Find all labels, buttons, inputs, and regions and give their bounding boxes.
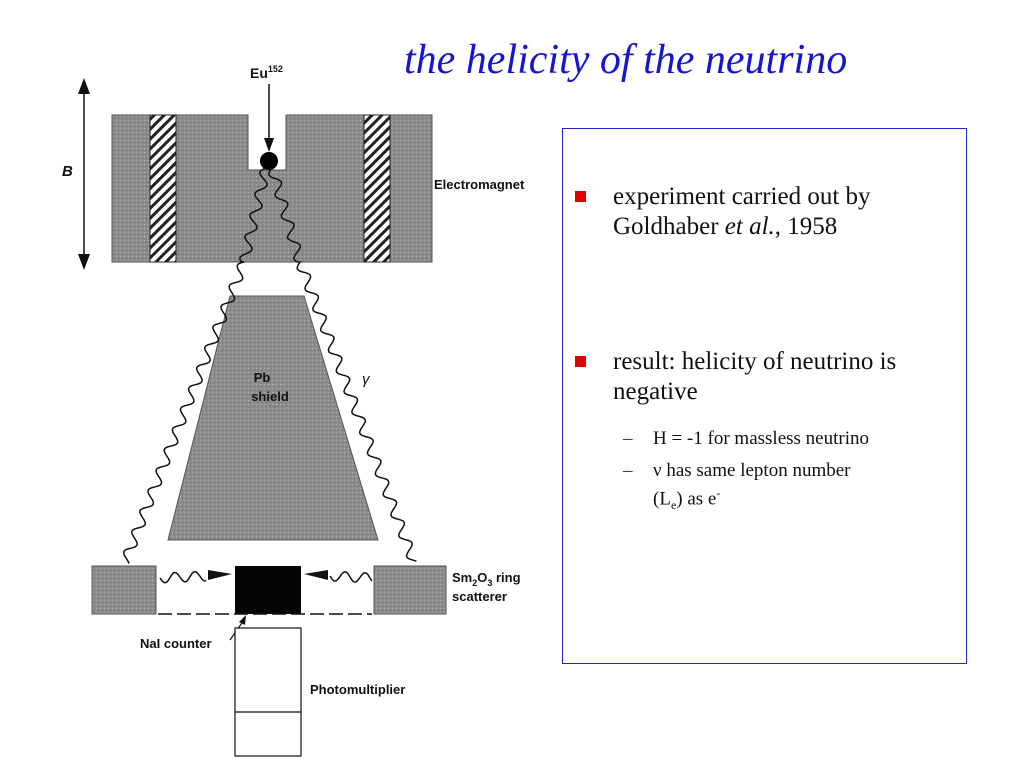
gamma-ray-left: [122, 167, 269, 564]
nai-counter: [235, 566, 301, 614]
gamma-ray-bottom-right: [329, 571, 373, 583]
gamma-label: γ: [362, 371, 371, 388]
electromagnet-body: [111, 114, 433, 263]
scatterer-left: [91, 565, 157, 615]
source-label: Eu152: [250, 64, 283, 81]
bullet-marker: [575, 191, 586, 202]
scatterer-label-2: scatterer: [452, 589, 507, 604]
electromagnet-label: Electromagnet: [434, 177, 525, 192]
gamma-ray-right: [268, 167, 417, 562]
slide-title: the helicity of the neutrino: [404, 37, 848, 83]
field-label: B: [62, 163, 73, 180]
bullet-panel: experiment carried out by Goldhaber et a…: [562, 128, 967, 664]
gamma-ray-bottom-left: [159, 570, 207, 584]
scatterer-right: [373, 565, 447, 615]
coil-right: [363, 114, 391, 263]
shield-label-2: shield: [251, 389, 289, 404]
counter-label: NaI counter: [140, 636, 212, 651]
coil-left: [149, 114, 177, 263]
source-dot: [260, 152, 278, 170]
experiment-diagram: B Eu152 Electromagnet Pb shield γ Sm2O3 …: [62, 64, 525, 757]
bullet-marker: [575, 356, 586, 367]
photomultiplier: [234, 627, 302, 757]
pmt-label: Photomultiplier: [310, 682, 405, 697]
scatterer-label-1: Sm2O3 ring: [452, 570, 521, 588]
shield-label-1: Pb: [254, 370, 271, 385]
pb-shield: [167, 295, 379, 541]
